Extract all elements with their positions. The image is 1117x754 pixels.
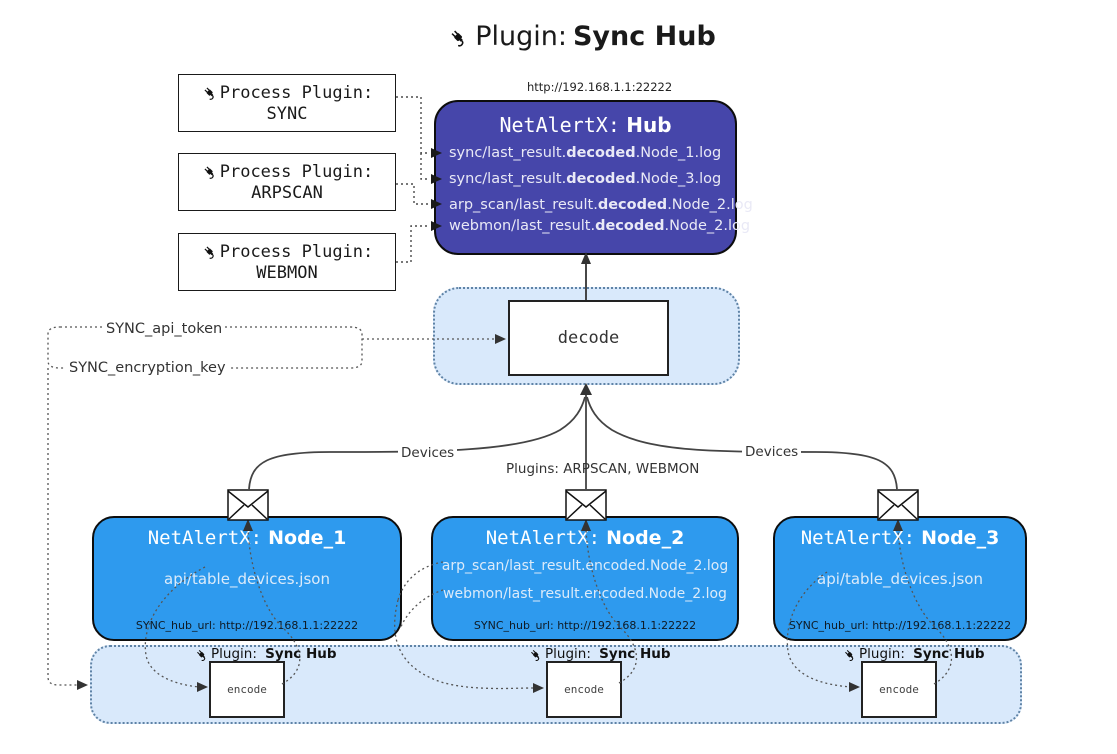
encode-box-1: encode	[209, 661, 285, 718]
hub-log-entry: sync/last_result.decoded.Node_3.log	[449, 171, 722, 187]
hub-log-entry: sync/last_result.decoded.Node_1.log	[449, 145, 722, 161]
plug-icon	[195, 648, 208, 662]
encode-box-2: encode	[546, 661, 622, 718]
node-hub-url: SYNC_hub_url: http://192.168.1.1:22222	[135, 619, 359, 632]
plugin-hub-connectors	[396, 96, 429, 263]
plug-icon	[843, 648, 856, 662]
hub-box: NetAlertX: Hub sync/last_result.decoded.…	[434, 100, 753, 255]
hub-log-entry: arp_scan/last_result.decoded.Node_2.log	[449, 197, 753, 213]
process-plugin-name: WEBMON	[256, 262, 318, 283]
node-hub-url: SYNC_hub_url: http://192.168.1.1:22222	[788, 619, 1012, 632]
plug-icon	[201, 245, 217, 260]
hub-url: http://192.168.1.1:22222	[527, 80, 673, 94]
encoder-plugin-label: Plugin: Sync Hub	[842, 646, 985, 662]
process-plugin-name: ARPSCAN	[251, 182, 323, 203]
node-file: api/table_devices.json	[164, 570, 330, 588]
process-plugin-arpscan: Process Plugin: ARPSCAN	[178, 153, 396, 211]
encode-box-3: encode	[861, 661, 937, 718]
plugins-edge-label: Plugins: ARPSCAN, WEBMON	[506, 461, 700, 477]
page-title: Plugin: Sync Hub	[23, 21, 1117, 52]
node-title: NetAlertX: Node_1	[147, 527, 347, 549]
hub-title: NetAlertX: Hub	[436, 113, 735, 137]
devices-label-left: Devices	[398, 445, 458, 461]
decode-label: decode	[557, 328, 620, 348]
plug-icon	[529, 648, 542, 662]
node-file: api/table_devices.json	[817, 570, 983, 588]
node-hub-url: SYNC_hub_url: http://192.168.1.1:22222	[473, 619, 697, 632]
devices-label-right: Devices	[742, 444, 802, 460]
plug-icon	[448, 28, 468, 48]
node-file: webmon/last_result.encoded.Node_2.log	[443, 586, 727, 602]
plug-icon	[201, 165, 217, 180]
sync-encryption-key-label: SYNC_encryption_key	[66, 360, 229, 376]
hub-log-entry: webmon/last_result.decoded.Node_2.log	[449, 218, 751, 234]
node-1-box: NetAlertX: Node_1 api/table_devices.json…	[92, 516, 402, 641]
title-prefix: Plugin:	[475, 21, 567, 52]
process-plugin-sync: Process Plugin: SYNC	[178, 74, 396, 132]
encoder-plugin-label: Plugin: Sync Hub	[528, 646, 671, 662]
strip-in-arrowhead	[77, 680, 88, 690]
node-title: NetAlertX: Node_2	[485, 527, 685, 549]
process-plugin-webmon: Process Plugin: WEBMON	[178, 233, 396, 291]
decode-box: decode	[508, 300, 669, 376]
process-plugin-label: Process Plugin:	[219, 82, 374, 103]
encoder-plugin-label: Plugin: Sync Hub	[194, 646, 337, 662]
node-file: arp_scan/last_result.encoded.Node_2.log	[441, 558, 729, 574]
node-3-box: NetAlertX: Node_3 api/table_devices.json…	[773, 516, 1027, 641]
process-plugin-label: Process Plugin:	[219, 241, 374, 262]
hub-title-prefix: NetAlertX:	[499, 113, 620, 137]
plug-icon	[201, 86, 217, 101]
process-plugin-label: Process Plugin:	[219, 161, 374, 182]
sync-api-token-label: SYNC_api_token	[103, 321, 226, 337]
process-plugin-name: SYNC	[266, 103, 308, 124]
node-2-box: NetAlertX: Node_2 arp_scan/last_result.e…	[431, 516, 739, 641]
node-title: NetAlertX: Node_3	[800, 527, 1000, 549]
hub-title-name: Hub	[626, 113, 672, 137]
title-name: Sync Hub	[572, 21, 716, 52]
